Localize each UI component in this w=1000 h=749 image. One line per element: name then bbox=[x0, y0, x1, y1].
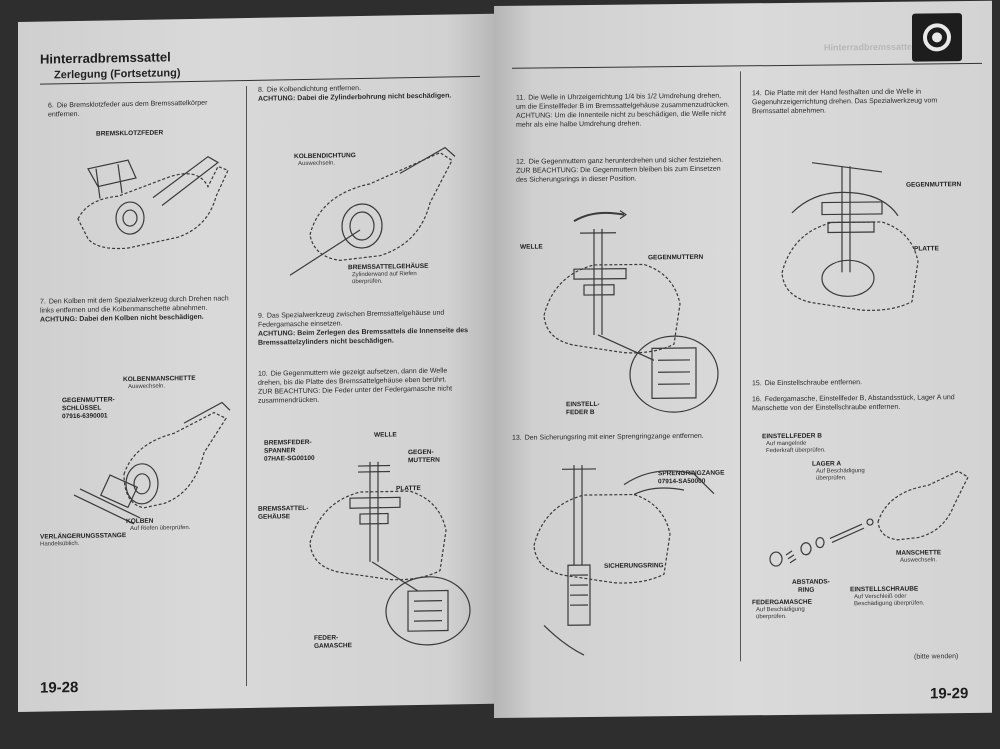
step-14: 14.Die Platte mit der Hand festhalten un… bbox=[752, 88, 938, 116]
illustration-bremsklotzfeder bbox=[58, 136, 238, 269]
left-page: Hinterradbremssattel Zerlegung (Fortsetz… bbox=[18, 13, 494, 712]
step-13: 13.Den Sicherungsring mit einer Sprengri… bbox=[512, 432, 704, 442]
step-15: 15.Die Einstellschraube entfernen. bbox=[752, 379, 863, 388]
step-16: 16.Federgamasche, Einstellfeder B, Absta… bbox=[752, 394, 955, 413]
page-number-right: 19-29 bbox=[930, 685, 969, 703]
step-10: 10.Die Gegenmuttern wie gezeigt aufsetze… bbox=[258, 367, 453, 405]
illustration-sicherungsring bbox=[524, 453, 738, 665]
step-12: 12.Die Gegenmuttern ganz herunterdrehen … bbox=[516, 156, 723, 184]
illustration-welle-drehen bbox=[534, 203, 734, 425]
step-8: 8.Die Kolbendichtung entfernen. ACHTUNG:… bbox=[258, 85, 452, 103]
footer-note: (bitte wenden) bbox=[914, 653, 959, 661]
step-7: 7.Den Kolben mit dem Spezialwerkzeug dur… bbox=[40, 295, 229, 324]
page-number-left: 19-28 bbox=[40, 678, 79, 697]
header-rule-right bbox=[512, 62, 982, 69]
column-divider-right bbox=[740, 71, 741, 662]
illustration-bremsfederspanner bbox=[300, 440, 476, 653]
page-subtitle: Zerlegung (Fortsetzung) bbox=[54, 67, 181, 82]
illustration-kolbendichtung bbox=[270, 132, 470, 285]
right-page: Hinterradbremssattel 11.Die Welle in Uhr… bbox=[494, 0, 992, 718]
ghost-title: Hinterradbremssattel bbox=[824, 41, 915, 53]
page-title: Hinterradbremssattel bbox=[40, 49, 171, 67]
step-9: 9.Das Spezialwerkzeug zwischen Bremssatt… bbox=[258, 309, 469, 347]
label-sicherungsring: SICHERUNGSRING bbox=[604, 562, 664, 570]
illustration-kolben bbox=[54, 382, 238, 545]
label-verlaengerungsstange: VERLÄNGERUNGSSTANGE bbox=[40, 532, 127, 541]
illustration-spezialwerkzeug-abnehmen bbox=[772, 152, 922, 354]
label-welle: WELLE bbox=[374, 431, 397, 439]
column-divider bbox=[246, 86, 247, 687]
illustration-einstellschraube bbox=[758, 461, 974, 573]
step-6: 6.Die Bremsklotzfeder aus dem Bremssatte… bbox=[48, 99, 208, 119]
brake-disc-icon bbox=[912, 13, 962, 62]
step-11: 11.Die Welle in Uhrzeigerrichtung 1/4 bi… bbox=[516, 92, 730, 129]
